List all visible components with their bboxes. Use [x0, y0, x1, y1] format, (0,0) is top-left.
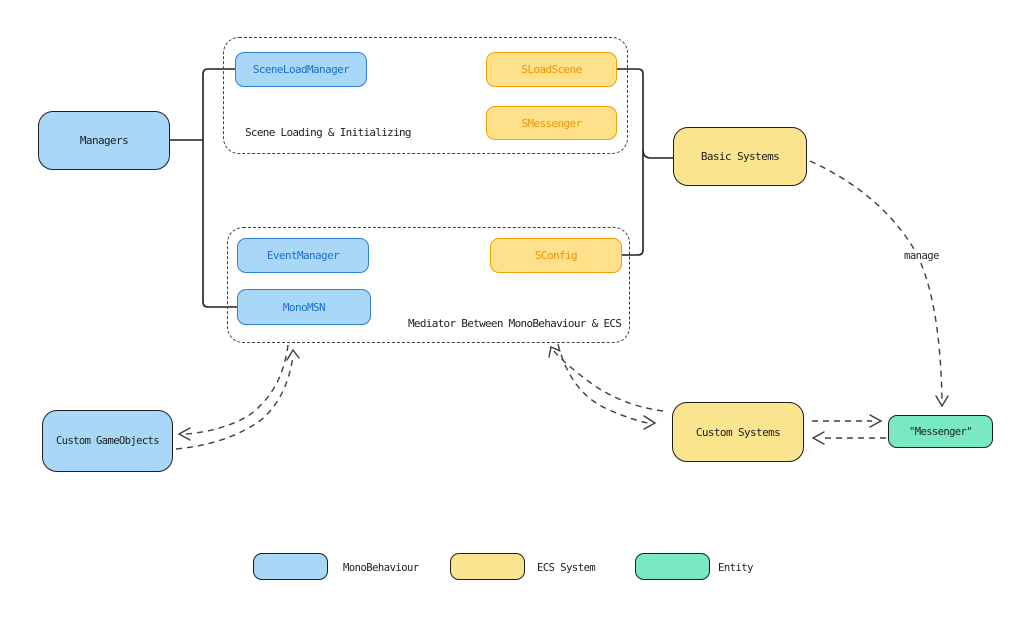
legend-swatch-ecs-system	[450, 553, 525, 580]
edge-mediator-to-customsystems	[557, 343, 649, 424]
legend-label-monobehaviour: MonoBehaviour	[343, 562, 419, 574]
edge-manage	[809, 160, 943, 401]
edge-messenger-to-customsystems-arrowhead	[811, 431, 825, 445]
node-sconfig[interactable]: SConfig	[490, 238, 622, 273]
group-scene-loading-label: Scene Loading & Initializing	[245, 126, 412, 139]
node-sload-scene[interactable]: SLoadScene	[486, 52, 617, 87]
group-scene-loading[interactable]	[223, 37, 628, 154]
node-mono-msn[interactable]: MonoMSN	[237, 289, 371, 325]
edge-mediator-to-gameobjects-arrowhead	[177, 427, 191, 441]
node-messenger[interactable]: "Messenger"	[888, 415, 993, 448]
group-mediator-label: Mediator Between MonoBehaviour & ECS	[408, 317, 622, 330]
node-basic-systems[interactable]: Basic Systems	[673, 127, 807, 186]
edge-mediator-to-customsystems-arrowhead	[643, 415, 657, 430]
edge-customsystems-to-messenger-arrowhead	[869, 414, 883, 428]
edge-trunk-basic-systems	[642, 149, 673, 159]
node-smessenger[interactable]: SMessenger	[486, 106, 617, 140]
edge-customsystems-to-mediator	[551, 348, 664, 412]
edge-customsystems-to-mediator-arrowhead	[548, 346, 561, 358]
legend-swatch-monobehaviour	[253, 553, 328, 580]
legend-label-ecs-system: ECS System	[537, 562, 596, 574]
node-custom-systems[interactable]: Custom Systems	[672, 402, 804, 462]
node-event-manager[interactable]: EventManager	[237, 238, 369, 273]
legend-label-entity: Entity	[718, 562, 753, 574]
edge-gameobjects-to-mediator-arrowhead	[286, 348, 300, 361]
edge-mediator-to-gameobjects	[185, 344, 289, 435]
node-scene-load-manager[interactable]: SceneLoadManager	[235, 52, 367, 87]
edge-manage-arrowhead	[935, 395, 949, 408]
group-mediator[interactable]	[227, 227, 630, 343]
node-custom-gameobjects[interactable]: Custom GameObjects	[42, 410, 173, 472]
edge-gameobjects-to-mediator	[175, 355, 294, 450]
edge-label-manage: manage	[901, 250, 942, 262]
legend-swatch-entity	[635, 553, 710, 580]
node-managers[interactable]: Managers	[38, 111, 170, 170]
